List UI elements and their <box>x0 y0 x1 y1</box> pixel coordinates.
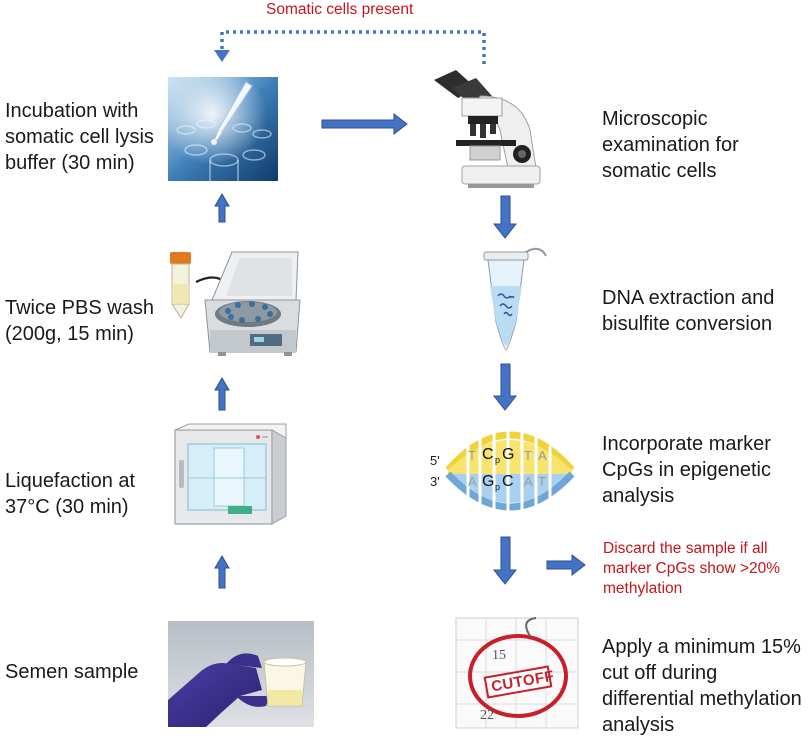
top-base-c: C <box>482 446 494 463</box>
arrow-down-3 <box>492 536 518 585</box>
arrow-right-1 <box>321 112 408 136</box>
bottom-base-a: A <box>468 474 477 489</box>
arrow-up-3 <box>214 555 230 589</box>
arrow-up-1 <box>214 193 230 223</box>
bottom-base-a2: A <box>524 474 533 489</box>
top-base-t2: T <box>524 448 532 463</box>
top-base-g: G <box>502 446 515 463</box>
step-cpg-label: Incorporate marker CpGs in epigenetic an… <box>602 433 771 507</box>
top-base-t: T <box>468 448 476 463</box>
bottom-base-t: T <box>538 474 546 489</box>
discard-warning-label: Discard the sample if all marker CpGs sh… <box>603 540 781 597</box>
top-base-p: p <box>495 455 501 465</box>
bottom-base-g: G <box>482 473 495 490</box>
step-cutoff-label: Apply a minimum 15% cut off during diffe… <box>602 636 802 736</box>
feedback-loop-label: Somatic cells present <box>266 1 414 18</box>
top-base-a: A <box>538 448 547 463</box>
step-incubation-label: Incubation with somatic cell lysis buffe… <box>5 100 154 174</box>
step-dna-label: DNA extraction and bisulfite conversion <box>602 287 775 335</box>
step-microscopic-label: Microscopic examination for somatic cell… <box>602 108 739 182</box>
bottom-base-p: p <box>495 482 501 492</box>
three-prime-label: 3' <box>430 474 440 489</box>
arrow-right-discard <box>546 553 586 577</box>
arrow-down-2 <box>492 363 518 411</box>
cutoff-stamp: CUTOFF <box>490 667 556 696</box>
step-liquefaction-label: Liquefaction at 37°C (30 min) <box>5 470 136 518</box>
five-prime-label: 5' <box>430 453 440 468</box>
calendar-day-15: 15 <box>492 648 506 663</box>
step-pbs-wash-label: Twice PBS wash (200g, 15 min) <box>5 297 154 345</box>
bottom-base-c: C <box>502 473 514 490</box>
step-semen-label: Semen sample <box>5 661 139 683</box>
arrow-up-2 <box>214 377 230 411</box>
falcon-tube <box>170 252 191 319</box>
calendar-day-22: 22 <box>480 708 494 723</box>
arrow-down-1 <box>492 195 518 239</box>
